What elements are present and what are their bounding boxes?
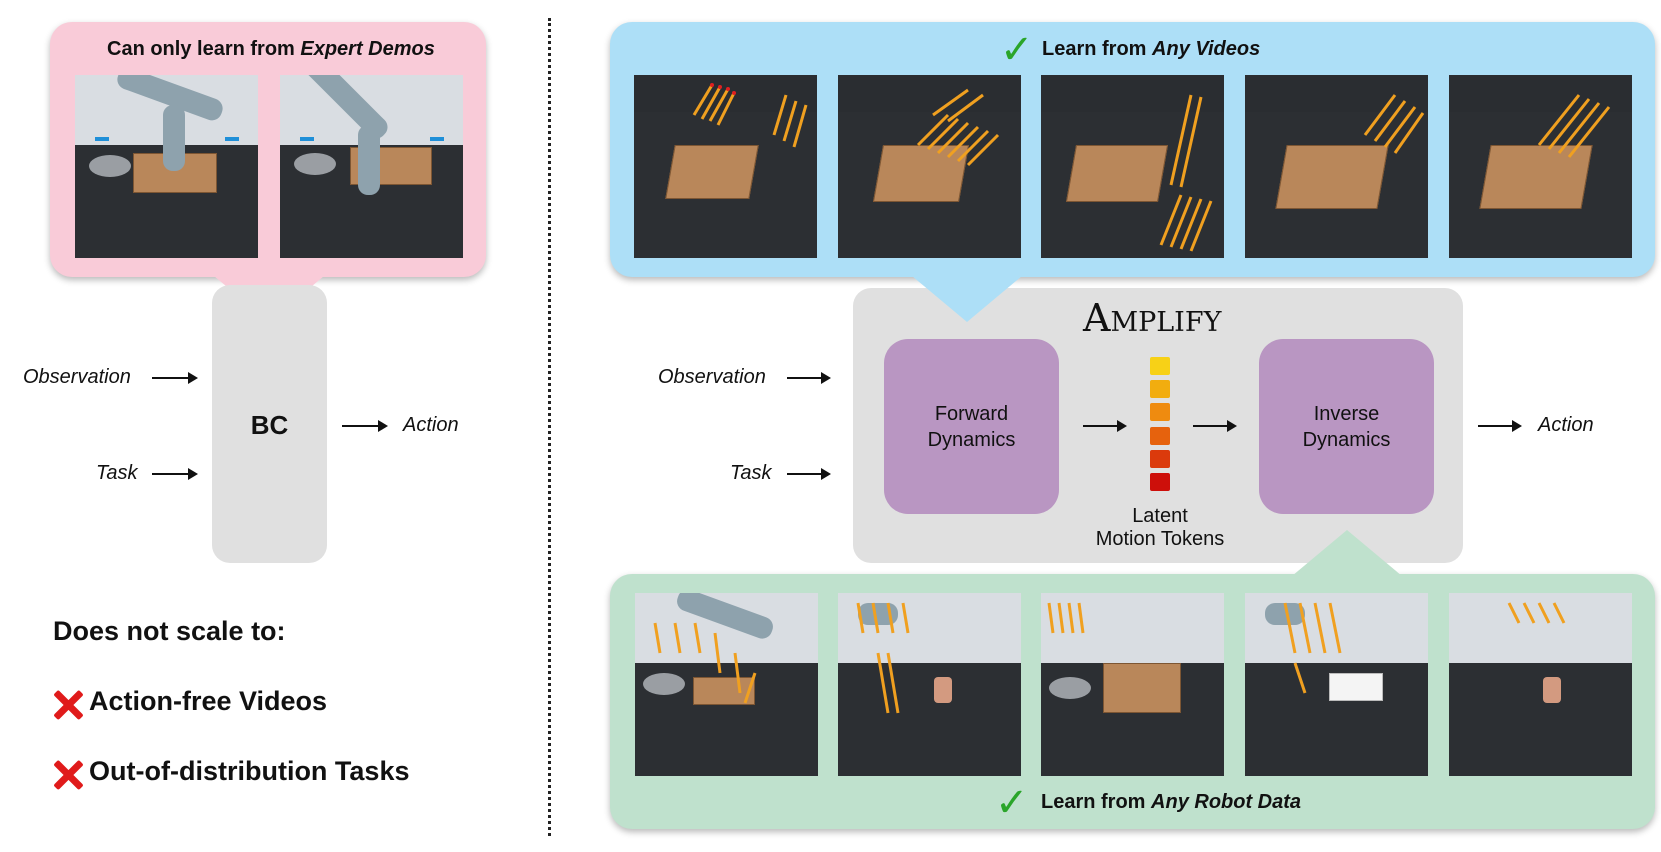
expert-demos-caption: Can only learn from Expert Demos [107,38,435,60]
action-arrow [342,420,388,432]
video-frame [1449,75,1632,258]
motion-track-overlay [692,83,808,148]
any-robot-data-caption: Learn from Any Robot Data [1041,791,1302,813]
robot-data-frame [1041,593,1224,776]
robot-data-frame [838,593,1021,776]
video-frame [838,75,1021,258]
latent-token [1150,427,1170,445]
cross-icon [52,689,84,721]
latent-token [1150,450,1170,468]
inverse-dynamics-block [1259,339,1434,514]
forward-dynamics-block [884,339,1059,514]
any-videos-pointer [912,276,1022,322]
cross-icon [52,759,84,791]
task-label: Task [96,462,138,484]
task-arrow [152,468,198,480]
motion-track-overlay [1159,94,1213,252]
motion-track-overlay [1507,602,1566,624]
action-label: Action [1538,414,1594,436]
video-frame [1041,75,1224,258]
motion-track-overlay [653,622,757,704]
check-icon: ✓ [995,781,1029,825]
motion-track-overlay [916,88,1000,167]
robot-data-frame [1449,593,1632,776]
video-frame [634,75,817,258]
task-label: Task [730,462,772,484]
action-label: Action [403,414,459,436]
limit-item: Action-free Videos [89,686,328,716]
observation-arrow [152,372,198,384]
bc-block [212,285,327,563]
observation-label: Observation [658,366,766,388]
motion-track-overlay [1283,602,1342,694]
expert-demo-image [75,75,258,258]
task-arrow [787,468,831,480]
action-arrow [1478,420,1522,432]
motion-track-overlay [856,602,910,714]
tokens-to-inverse-arrow [1193,420,1237,432]
section-divider [548,18,551,836]
expert-demo-image [280,75,463,258]
robot-data-frame [635,593,818,776]
observation-label: Observation [23,366,131,388]
latent-token [1150,403,1170,421]
latent-token [1150,473,1170,491]
latent-token [1150,357,1170,375]
does-not-scale-heading: Does not scale to: [53,616,286,646]
forward-to-tokens-arrow [1083,420,1127,432]
any-robot-data-pointer [1292,530,1402,576]
any-videos-caption: Learn from Any Videos [1042,38,1261,60]
bc-label: BC [250,410,289,440]
motion-track-overlay [1047,602,1085,634]
motion-track-overlay [1363,94,1425,154]
robot-data-frame [1245,593,1428,776]
limit-item: Out-of-distribution Tasks [89,756,410,786]
check-icon: ✓ [1000,28,1034,72]
video-frame [1245,75,1428,258]
observation-arrow [787,372,831,384]
amplify-title: Amplify [1083,296,1222,340]
latent-token [1150,380,1170,398]
motion-track-overlay [1537,94,1611,158]
